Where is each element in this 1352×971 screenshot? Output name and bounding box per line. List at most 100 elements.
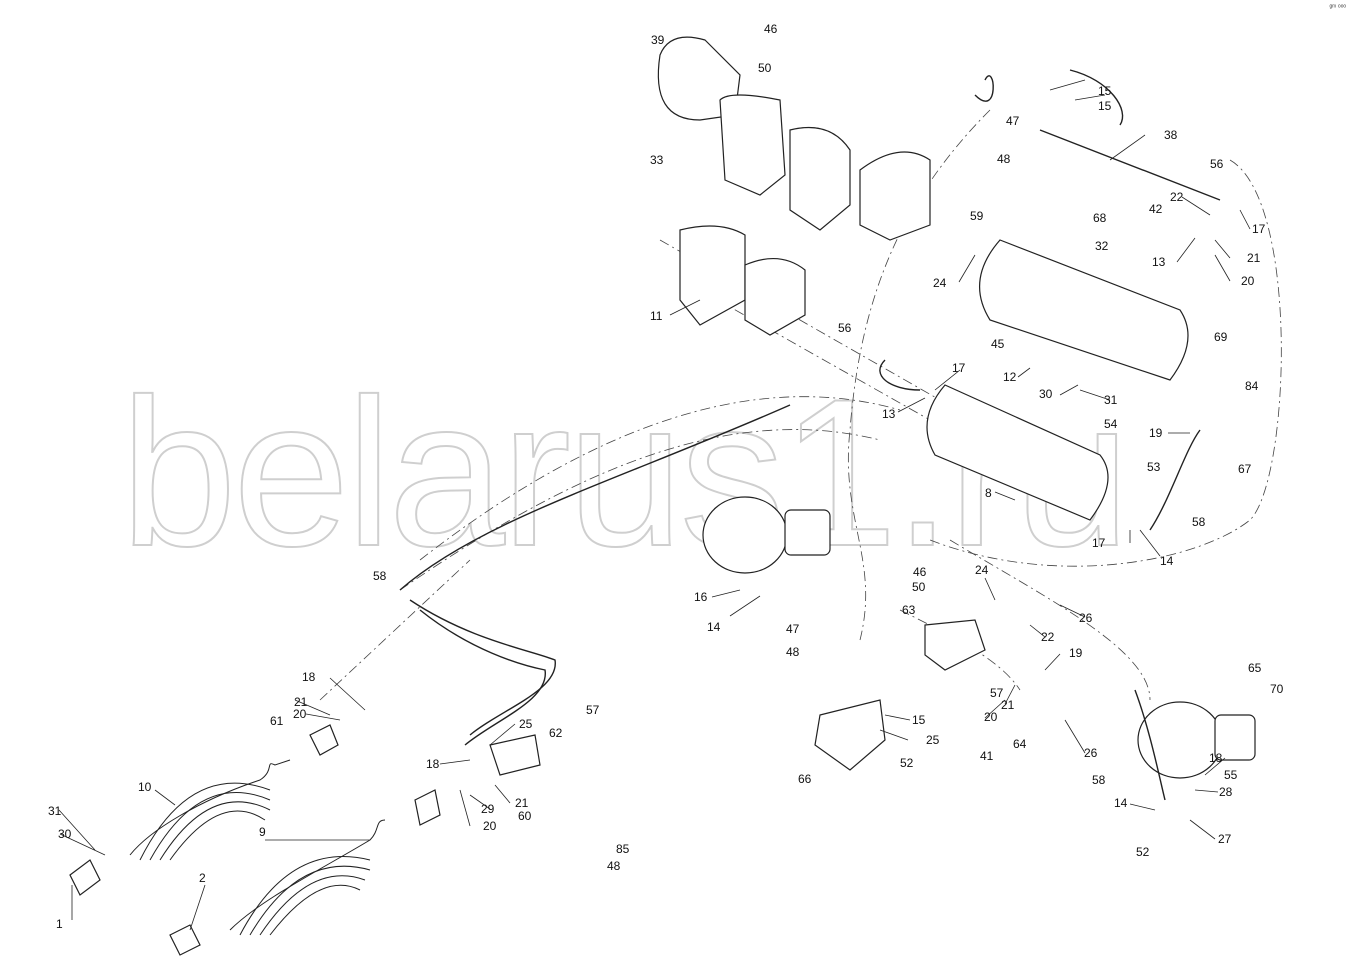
callout-38: 38: [1164, 128, 1178, 142]
callout-2: 2: [199, 871, 206, 885]
callout-31: 31: [1104, 393, 1118, 407]
callout-21: 21: [1001, 698, 1015, 712]
callout-16: 16: [694, 590, 708, 604]
valve-66: [814, 699, 886, 771]
callout-10: 10: [138, 780, 152, 794]
valves: [489, 619, 986, 776]
callout-25: 25: [926, 733, 940, 747]
air-tanks: [926, 239, 1189, 521]
callout-11: 11: [650, 309, 663, 323]
callout-59: 59: [970, 209, 984, 223]
callout-65: 65: [1248, 661, 1262, 675]
callout-24: 24: [975, 563, 989, 577]
callout-20: 20: [483, 819, 497, 833]
callout-28: 28: [1219, 785, 1233, 799]
callout-42: 42: [1149, 202, 1163, 216]
callout-17: 17: [1252, 222, 1266, 236]
callout-12: 12: [1003, 370, 1017, 384]
brake-chamber-16: [702, 496, 788, 574]
callout-47: 47: [786, 622, 800, 636]
callout-14: 14: [707, 620, 721, 634]
callout-30: 30: [58, 827, 72, 841]
callout-25: 25: [519, 717, 533, 731]
corner-mark: ᵍᵐ ᵒᵒᵒ: [1329, 4, 1346, 11]
callout-46: 46: [913, 565, 927, 579]
callout-13: 13: [882, 407, 896, 421]
callout-18: 18: [302, 670, 316, 684]
callout-85: 85: [616, 842, 630, 856]
callout-39: 39: [651, 33, 665, 47]
callout-26: 26: [1079, 611, 1093, 625]
callout-50: 50: [912, 580, 926, 594]
callout-56: 56: [1210, 157, 1224, 171]
callout-57: 57: [586, 703, 600, 717]
pipes: [399, 69, 1221, 801]
callout-17: 17: [1092, 536, 1106, 550]
callout-53: 53: [1147, 460, 1161, 474]
callout-48: 48: [786, 645, 800, 659]
callout-55: 55: [1224, 768, 1238, 782]
air-tank-8: [926, 384, 1109, 521]
callout-18: 18: [1209, 751, 1223, 765]
callout-58: 58: [373, 569, 387, 583]
callout-31: 31: [48, 804, 62, 818]
callout-15: 15: [1098, 84, 1112, 98]
callout-30: 30: [1039, 387, 1053, 401]
callout-15: 15: [1098, 99, 1112, 113]
callout-13: 13: [1152, 255, 1166, 269]
callout-32: 32: [1095, 239, 1109, 253]
valve-62: [489, 734, 541, 776]
callout-58: 58: [1192, 515, 1206, 529]
callout-9: 9: [259, 825, 266, 839]
coiled-hoses: [129, 759, 386, 936]
callout-26: 26: [1084, 746, 1098, 760]
callout-58: 58: [1092, 773, 1106, 787]
callout-67: 67: [1238, 462, 1252, 476]
callout-52: 52: [900, 756, 914, 770]
callout-15: 15: [912, 713, 926, 727]
callout-41: 41: [980, 749, 994, 763]
callout-20: 20: [293, 707, 307, 721]
callout-46: 46: [764, 22, 778, 36]
callout-50: 50: [758, 61, 772, 75]
callout-1: 1: [56, 917, 63, 931]
callout-33: 33: [650, 153, 664, 167]
callout-66: 66: [798, 772, 812, 786]
callout-57: 57: [990, 686, 1004, 700]
callout-21: 21: [294, 695, 308, 709]
brake-chambers: [702, 496, 1256, 779]
callout-14: 14: [1114, 796, 1128, 810]
callout-17: 17: [952, 361, 966, 375]
callout-20: 20: [984, 710, 998, 724]
callout-29: 29: [481, 802, 495, 816]
callout-70: 70: [1270, 682, 1284, 696]
callout-24: 24: [933, 276, 947, 290]
callout-68: 68: [1093, 211, 1107, 225]
callout-21: 21: [515, 796, 529, 810]
valve-63: [924, 619, 986, 671]
callout-54: 54: [1104, 417, 1118, 431]
callout-19: 19: [1069, 646, 1083, 660]
callout-60: 60: [518, 809, 532, 823]
air-tank-32: [979, 239, 1189, 381]
callout-22: 22: [1170, 190, 1184, 204]
callout-27: 27: [1218, 832, 1232, 846]
coupling-61: [309, 724, 339, 756]
coupling-2: [169, 924, 201, 956]
coupling-1: [69, 859, 101, 896]
callout-52: 52: [1136, 845, 1150, 859]
couplings: [69, 724, 441, 956]
callout-84: 84: [1245, 379, 1259, 393]
callout-14: 14: [1160, 554, 1174, 568]
callout-62: 62: [549, 726, 563, 740]
tank-clamps: [657, 36, 931, 336]
callout-48: 48: [607, 859, 621, 873]
callout-45: 45: [991, 337, 1005, 351]
callout-20: 20: [1241, 274, 1255, 288]
callout-63: 63: [902, 603, 916, 617]
callout-69: 69: [1214, 330, 1228, 344]
callout-22: 22: [1041, 630, 1055, 644]
callout-61: 61: [270, 714, 284, 728]
callout-19: 19: [1149, 426, 1163, 440]
